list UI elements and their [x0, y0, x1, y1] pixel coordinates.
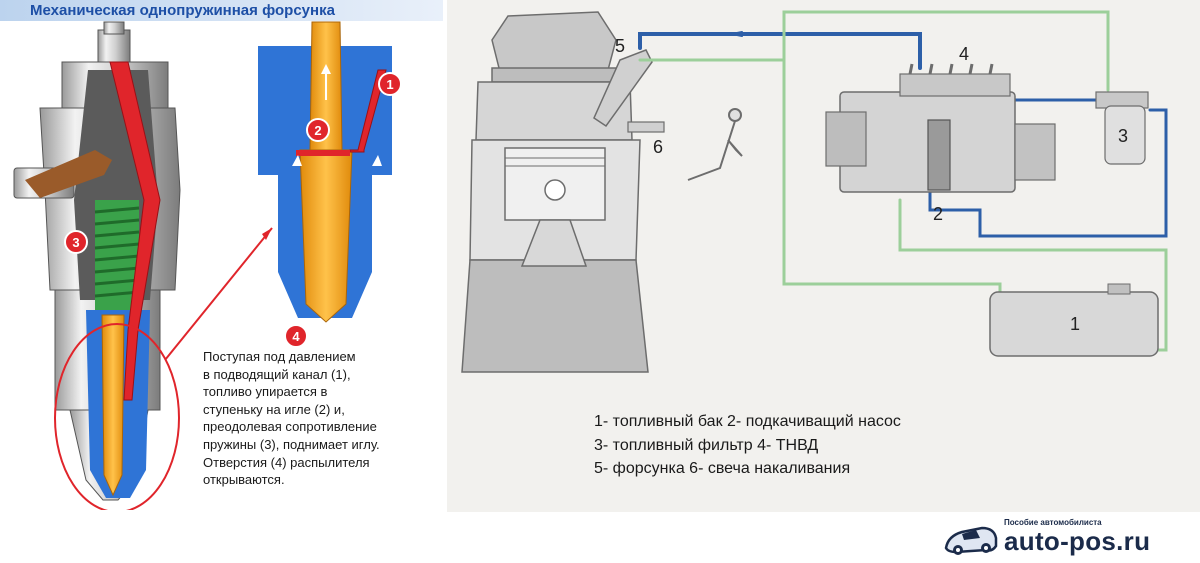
- label-1: 1: [1070, 314, 1080, 334]
- caption-line: преодолевая сопротивление: [203, 419, 377, 435]
- highlight-ellipse: [54, 323, 180, 510]
- feed-pump-2: [927, 119, 951, 191]
- marker-1-badge: [378, 72, 402, 96]
- callout-arrowhead: [262, 228, 272, 240]
- legend-line: 3- топливный фильтр 4- ТНВД: [594, 436, 819, 454]
- callout-arrow: [164, 227, 273, 361]
- title-bar: Механическая однопружинная форсунка: [0, 0, 443, 21]
- glow-plug-6: [627, 121, 665, 133]
- diagram-legend: 1- топливный бак 2- подкачиващий насос 3…: [594, 410, 1074, 481]
- site-logo[interactable]: Пособие автомобилиста auto-pos.ru: [942, 516, 1197, 560]
- marker-2-label: 2: [314, 123, 321, 138]
- spring: [94, 200, 140, 310]
- marker-1-label: 1: [386, 77, 393, 92]
- marker-3-badge: [64, 230, 88, 254]
- fuel-system-panel: 1 2 3 4 5 6: [447, 0, 1200, 512]
- return-channel: [25, 150, 112, 198]
- caption-line: Поступая под давлением: [203, 349, 356, 364]
- caption-line: пружины (3), поднимает иглу.: [203, 436, 380, 452]
- marker-4-label: 4: [292, 329, 300, 344]
- fuel-tank-1: [989, 283, 1159, 357]
- label-2: 2: [933, 204, 943, 224]
- page-title: Механическая однопружинная форсунка: [30, 2, 335, 19]
- car-icon: [944, 526, 998, 555]
- injector-5: [593, 49, 653, 128]
- injector-caption: Поступая под давлением в подводящий кана…: [203, 348, 438, 489]
- piston: [504, 147, 606, 267]
- pressure-channel: [109, 61, 161, 401]
- caption-line: ступеньку на игле (2) и,: [203, 401, 345, 417]
- fuel-lines: [638, 10, 1168, 352]
- caption-line: топливо упирается в: [203, 384, 328, 400]
- injector-panel: Механическая однопружинная форсунка: [0, 0, 443, 510]
- fuel-system-diagram: 1 2 3 4 5 6: [461, 10, 1168, 373]
- marker-3-label: 3: [72, 235, 79, 250]
- fuel-filter-3: [1095, 91, 1149, 165]
- marker-4-badge: [284, 324, 308, 348]
- label-3: 3: [1118, 126, 1128, 146]
- legend-line: 1- топливный бак 2- подкачиващий насос: [594, 413, 901, 430]
- label-4: 4: [959, 44, 969, 64]
- logo-subtitle: Пособие автомобилиста: [1004, 518, 1102, 527]
- label-6: 6: [653, 137, 663, 157]
- nozzle-zoom: [258, 21, 392, 339]
- injector-illustration: 3 1 2 4: [13, 21, 402, 510]
- caption-line: открываются.: [203, 472, 285, 488]
- caption-line: Отверстия (4) распылителя: [203, 454, 370, 470]
- caption-line: в подводящий канал (1),: [203, 366, 351, 382]
- accelerator-pedal: [687, 108, 743, 181]
- legend-line: 5- форсунка 6- свеча накаливания: [594, 460, 851, 477]
- logo-text: auto-pos.ru: [1004, 526, 1151, 556]
- needle: [101, 314, 125, 497]
- marker-2-badge: [306, 118, 330, 142]
- label-5: 5: [615, 36, 625, 56]
